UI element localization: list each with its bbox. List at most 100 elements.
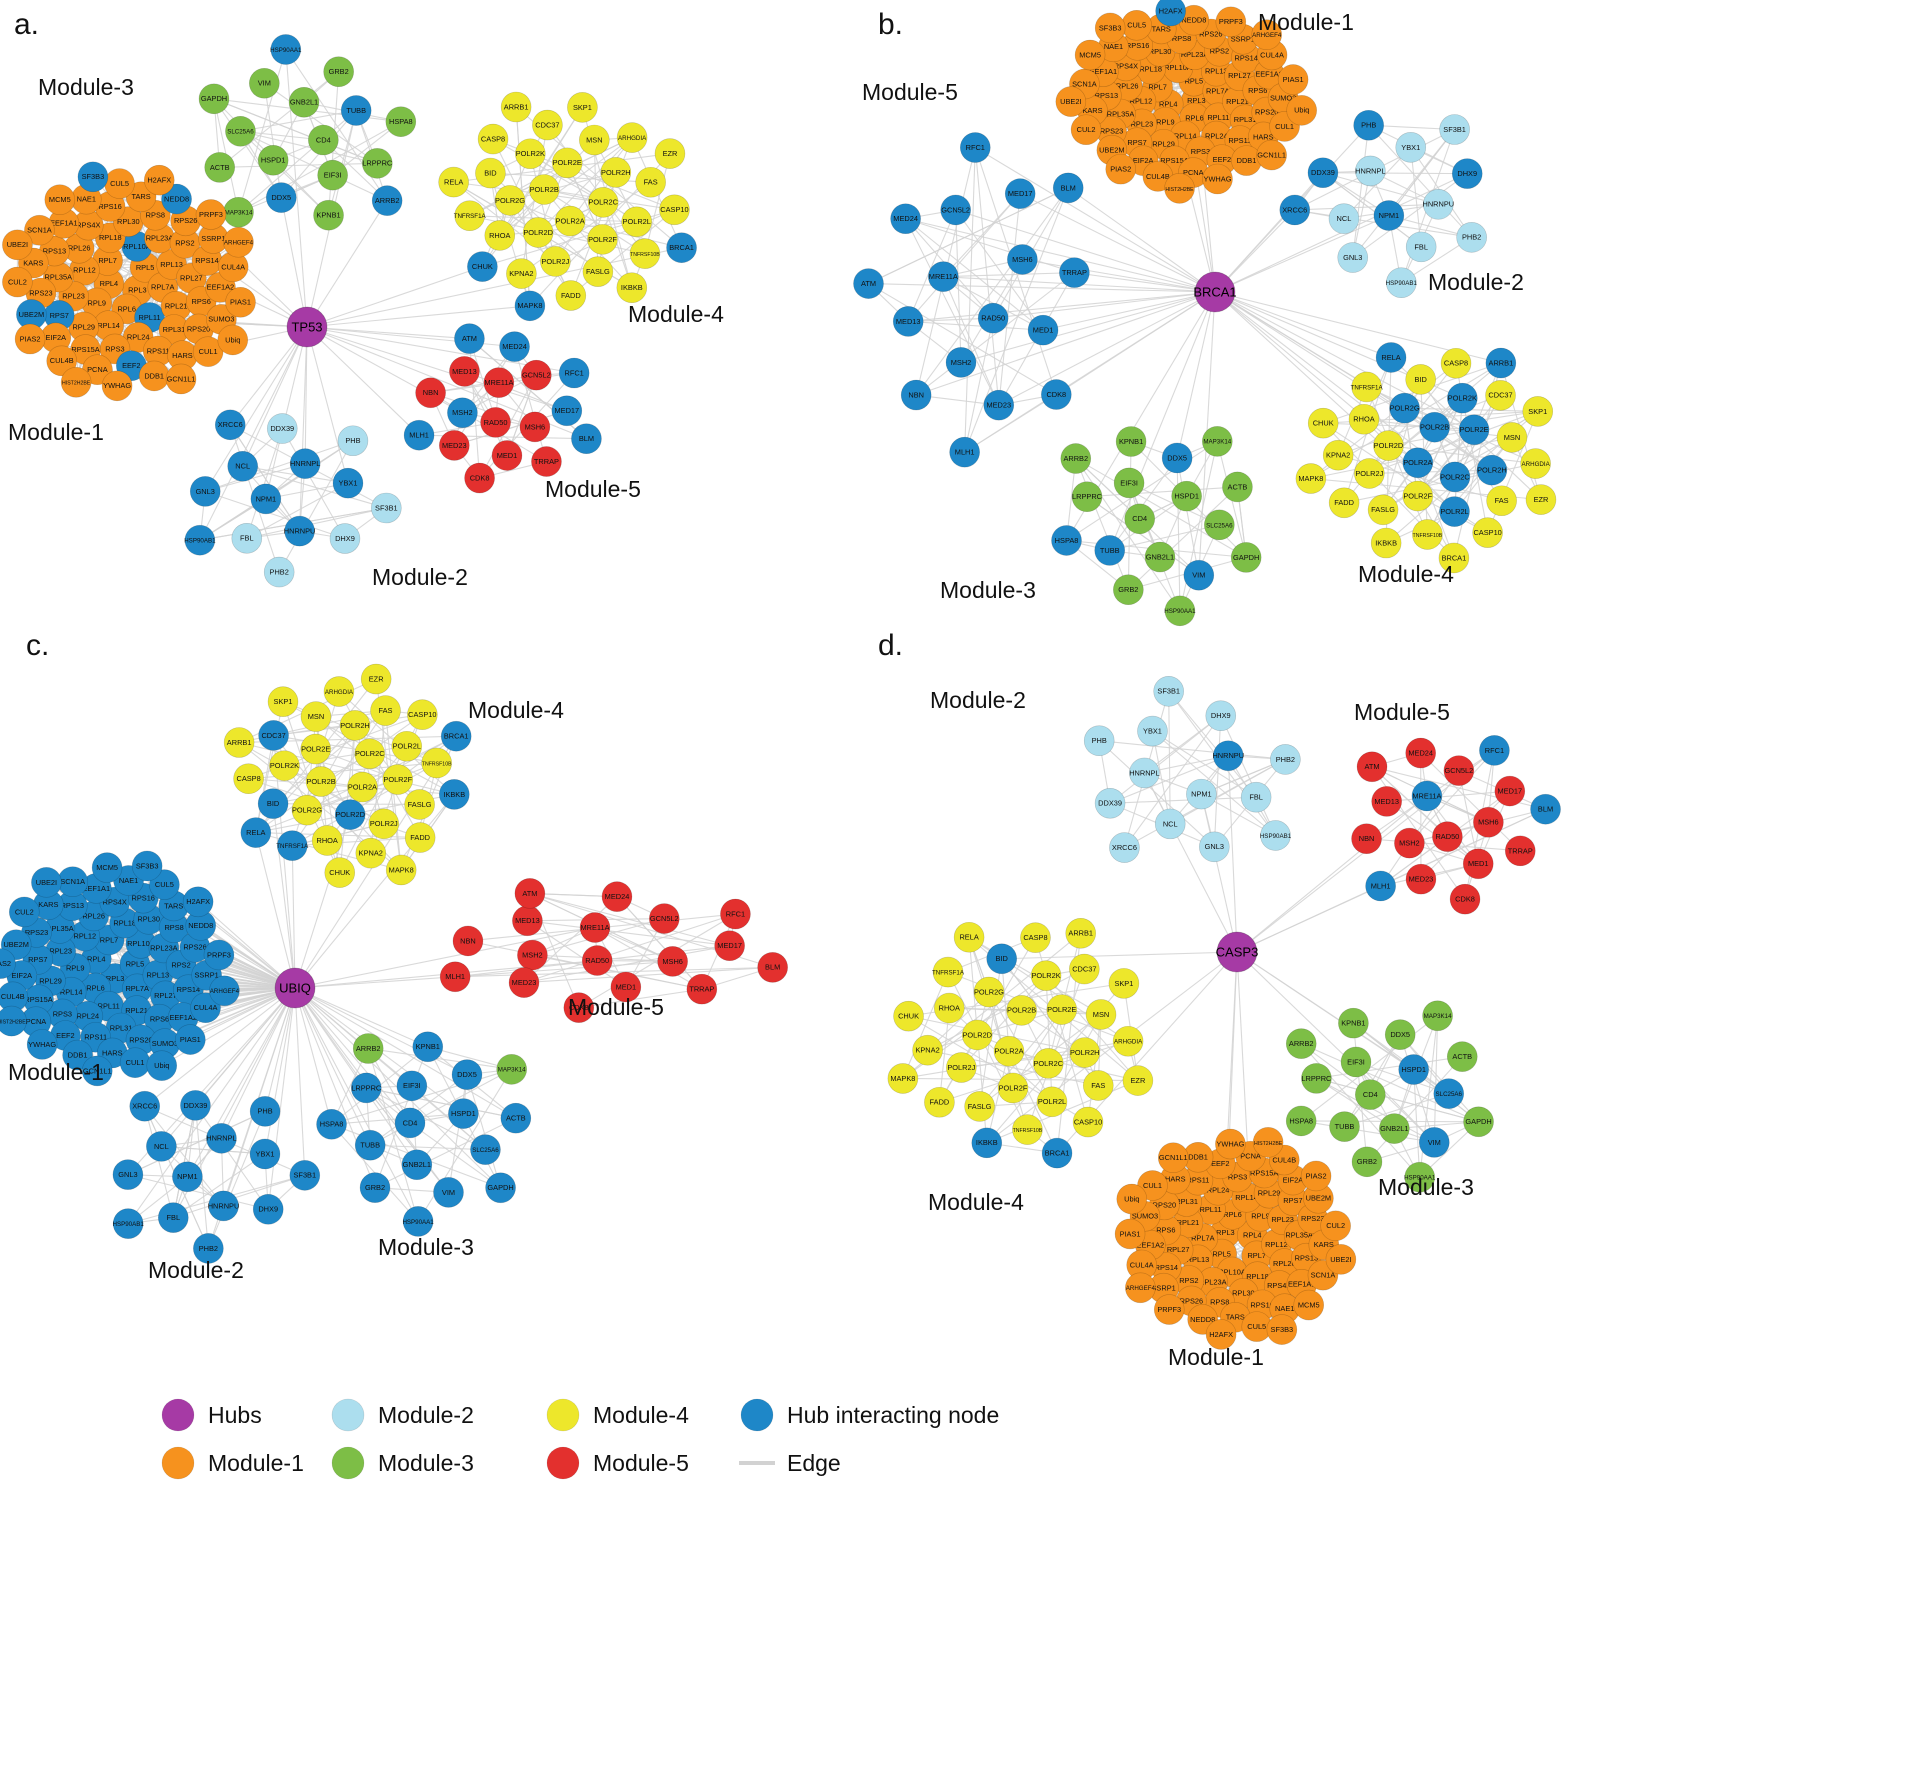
node-msh2: MSH2 xyxy=(517,939,548,971)
node-hsp90ab1: HSP90AB1 xyxy=(1386,267,1418,299)
node-label: MCM5 xyxy=(1298,1300,1320,1309)
node-dhx9: DHX9 xyxy=(329,523,361,554)
node-hist2h2be: HIST2H2BE xyxy=(60,366,92,398)
node-label: RPS4X xyxy=(103,898,127,907)
node-gapdh: GAPDH xyxy=(1230,542,1262,573)
node-label: DDX5 xyxy=(1390,1030,1410,1039)
node-label: RELA xyxy=(1381,353,1400,362)
node-label: ARHGDIA xyxy=(1114,1039,1143,1046)
legend-item-label: Hub interacting node xyxy=(787,1402,999,1428)
node-gnl3: GNL3 xyxy=(1199,831,1230,863)
node-med1: MED1 xyxy=(491,440,523,471)
node-fadd: FADD xyxy=(555,280,587,311)
node-polr2c: POLR2C xyxy=(354,738,385,770)
node-ubiq: Ubiq xyxy=(217,324,249,356)
module-label-module3-panel-c: Module-3 xyxy=(378,1234,474,1260)
node-mlh1: MLH1 xyxy=(439,961,471,993)
node-ddx39: DDX39 xyxy=(266,413,298,444)
node-label: XRCC6 xyxy=(132,1102,157,1111)
node-mre11a: MRE11A xyxy=(483,367,515,398)
node-label: RPL5 xyxy=(136,263,155,272)
legend-item-module-1: Module-1 xyxy=(161,1446,304,1480)
module-label-module3-panel-b: Module-3 xyxy=(940,577,1036,603)
node-atm: ATM xyxy=(454,323,485,354)
node-phb2: PHB2 xyxy=(263,556,295,588)
node-label: HNRNPU xyxy=(1423,200,1455,209)
node-gapdh: GAPDH xyxy=(1463,1106,1494,1138)
node-polr2g: POLR2G xyxy=(291,794,323,826)
node-label: POLR2K xyxy=(270,761,299,770)
node-label: CUL1 xyxy=(199,347,218,356)
node-label: POLR2L xyxy=(623,217,651,226)
node-label: RPS20 xyxy=(1255,107,1278,116)
node-cd4: CD4 xyxy=(308,124,339,156)
node-polr2e: POLR2E xyxy=(300,733,331,765)
node-npm1: NPM1 xyxy=(250,483,282,515)
node-label: MAPK8 xyxy=(890,1074,915,1083)
node-label: DDX39 xyxy=(184,1101,208,1110)
node-map3k14: MAP3K14 xyxy=(1422,1000,1453,1032)
legend-item-hubs: Hubs xyxy=(161,1398,262,1432)
node-label: GCN5L2 xyxy=(522,371,551,380)
node-hspa8: HSPA8 xyxy=(1051,525,1082,556)
node-polr2d: POLR2D xyxy=(522,217,554,248)
node-tnfrsf10b: TNFRSF10B xyxy=(629,238,660,269)
node-label: RPS11 xyxy=(1187,1176,1210,1185)
node-label: CUL5 xyxy=(1127,21,1146,30)
node-label: CDC37 xyxy=(261,731,285,740)
node-ddx5: DDX5 xyxy=(451,1059,483,1090)
node-fas: FAS xyxy=(370,695,401,726)
node-label: MSH2 xyxy=(522,950,543,959)
module-label-module1-panel-c: Module-1 xyxy=(8,1059,104,1085)
node-ikbkb: IKBKB xyxy=(438,779,470,810)
node-label: BID xyxy=(484,169,496,178)
node-label: POLR2A xyxy=(1403,458,1432,467)
node-label: SF3B1 xyxy=(375,503,398,512)
node-msh6: MSH6 xyxy=(519,411,551,443)
node-hnrnpl: HNRNPL xyxy=(1129,757,1160,789)
node-ybx1: YBX1 xyxy=(1395,132,1427,163)
node-label: FADD xyxy=(410,833,430,842)
node-msh6: MSH6 xyxy=(1473,806,1504,838)
node-label: ARHGDIA xyxy=(1522,461,1551,468)
node-fas: FAS xyxy=(1486,485,1517,517)
node-label: RPL21 xyxy=(1226,97,1249,106)
node-label: RPL23 xyxy=(62,292,85,301)
node-label: HIST2H2BE xyxy=(0,1019,26,1025)
node-label: RPL18 xyxy=(99,233,122,242)
node-ubiq: Ubiq xyxy=(1286,95,1317,126)
node-label: RPL13 xyxy=(1187,1255,1210,1264)
node-label: SF3B1 xyxy=(1443,125,1466,134)
node-label: TNFRSF1A xyxy=(454,213,487,220)
legend-item-label: Edge xyxy=(787,1450,841,1476)
node-label: MSN xyxy=(308,712,324,721)
node-trrap: TRRAP xyxy=(1059,257,1090,288)
node-label: RPS26 xyxy=(174,216,197,225)
node-arrb1: ARRB1 xyxy=(223,727,255,758)
node-blm: BLM xyxy=(1052,172,1084,204)
node-arhgdia: ARHGDIA xyxy=(616,122,648,153)
node-label: XRCC6 xyxy=(1282,205,1307,214)
node-label: MLH1 xyxy=(409,431,429,440)
node-trrap: TRRAP xyxy=(686,973,718,1005)
node-label: EZR xyxy=(1131,1076,1146,1085)
node-label: MSH2 xyxy=(1399,839,1420,848)
node-label: CDK8 xyxy=(1455,895,1475,904)
node-label: SF3B3 xyxy=(82,172,105,181)
node-label: MED17 xyxy=(1497,786,1522,795)
node-slc25a6: SLC25A6 xyxy=(1204,509,1235,541)
node-label: MAP3K14 xyxy=(498,1067,526,1074)
node-label: EEF1A1 xyxy=(1090,67,1118,76)
node-label: EEF1A2 xyxy=(1255,70,1283,79)
node-label: SF3B3 xyxy=(1099,23,1122,32)
node-label: EIF3I xyxy=(324,171,342,180)
node-label: RPL18 xyxy=(113,919,136,928)
node-polr2a: POLR2A xyxy=(1402,447,1434,479)
module-label-module5-panel-c: Module-5 xyxy=(568,994,664,1020)
node-polr2f: POLR2F xyxy=(382,764,414,795)
node-label: RPS13 xyxy=(1295,1254,1318,1263)
legend-color-swatch xyxy=(546,1446,580,1480)
node-label: NEDD8 xyxy=(1190,1315,1215,1324)
node-label: POLR2F xyxy=(1403,491,1432,500)
node-label: RPL3 xyxy=(106,974,125,983)
